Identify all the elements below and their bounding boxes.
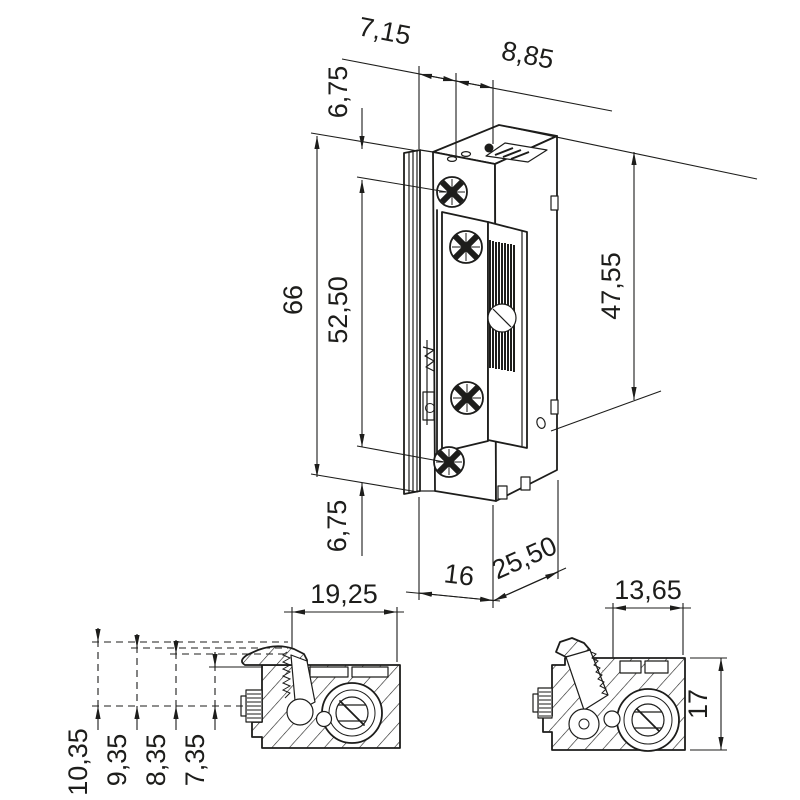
section-view-released: 13,65 17	[532, 575, 727, 752]
dimension-screw-spacing: 52,50	[323, 176, 454, 464]
dim-label-8-35: 8,35	[141, 734, 171, 787]
dim-label-19-25: 19,25	[310, 579, 378, 609]
dim-label-6-75-bottom: 6,75	[322, 500, 352, 553]
latch-lip	[241, 645, 308, 666]
side-hole	[536, 417, 546, 429]
dim-label-13-65: 13,65	[614, 575, 682, 605]
dimension-latch-positions: 10,35 9,35 8,35 7,35	[63, 628, 288, 796]
dim-label-9-35: 9,35	[102, 734, 132, 787]
top-connector-boss	[485, 142, 548, 163]
lock-roller-large	[616, 688, 680, 752]
section-window	[351, 666, 389, 678]
dim-label-7-35: 7,35	[180, 734, 210, 787]
section-window	[309, 666, 349, 678]
small-roller	[603, 710, 621, 728]
dim-label-10-35: 10,35	[63, 728, 93, 796]
dim-label-25-50: 25,50	[487, 530, 561, 585]
dim-label-52-50: 52,50	[323, 276, 353, 344]
section-window	[644, 660, 669, 674]
pivot-roller	[568, 708, 600, 740]
dim-label-17: 17	[683, 689, 713, 719]
latch-serration	[281, 651, 292, 699]
section-window	[619, 660, 642, 674]
faceplate-screw-top	[436, 176, 468, 208]
latch-arm	[290, 654, 316, 713]
edge-notch	[550, 399, 559, 415]
dim-label-8-85: 8,85	[499, 35, 556, 74]
dim-label-6-75-top: 6,75	[323, 66, 353, 119]
latch-serration-open	[590, 651, 609, 696]
dim-label-16: 16	[442, 558, 475, 591]
top-hole	[446, 156, 458, 163]
top-hole	[460, 151, 472, 158]
latch-keeper	[422, 209, 528, 456]
dim-label-47-55: 47,55	[596, 252, 626, 320]
knurled-adjuster	[240, 689, 263, 723]
faceplate-screw-bottom	[433, 446, 465, 478]
main-isometric-view: 7,15 8,85 6,75 66 52,50 6,75 47,	[278, 11, 758, 608]
latch-lever-parts	[422, 340, 435, 425]
dimension-section-width: 19,25	[284, 579, 404, 662]
coil-adjust-screw	[487, 303, 517, 333]
top-small-screw	[484, 143, 494, 153]
edge-notch	[550, 195, 559, 211]
dimension-body-height: 47,55	[498, 124, 758, 432]
dim-label-66: 66	[278, 285, 308, 315]
dimension-offset-top: 6,75	[323, 66, 365, 149]
faceplate	[403, 149, 435, 495]
pivot-roller	[286, 698, 314, 726]
dimension-section-height: 17	[683, 657, 727, 751]
mounting-foot-tab	[497, 485, 508, 500]
lock-roller-large	[321, 682, 383, 744]
section-view-locked: 19,25 10,35 9,35 8,35 7,35	[63, 579, 404, 796]
keeper-screw-upper	[449, 230, 483, 264]
dim-label-7-15: 7,15	[356, 11, 413, 50]
keeper-screw-lower	[450, 381, 484, 415]
small-roller	[315, 710, 333, 728]
dimension-offset-bottom: 6,75	[322, 483, 365, 556]
mounting-foot-tab	[520, 476, 531, 491]
knurled-adjuster	[532, 687, 553, 719]
dimension-total-height: 66	[278, 132, 419, 493]
dimension-section-width-right: 13,65	[605, 575, 691, 658]
